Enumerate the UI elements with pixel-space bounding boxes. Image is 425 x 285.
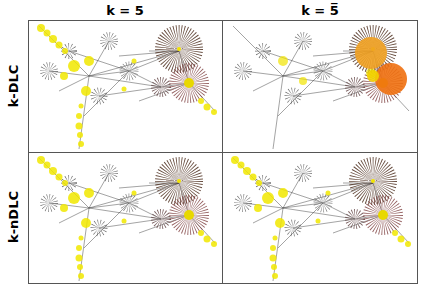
- row-label: k-nDLC: [7, 191, 20, 243]
- column-header: k = 5: [106, 4, 144, 17]
- column-header: k = 5̅: [301, 4, 339, 17]
- row-label: k-DLC: [7, 65, 20, 108]
